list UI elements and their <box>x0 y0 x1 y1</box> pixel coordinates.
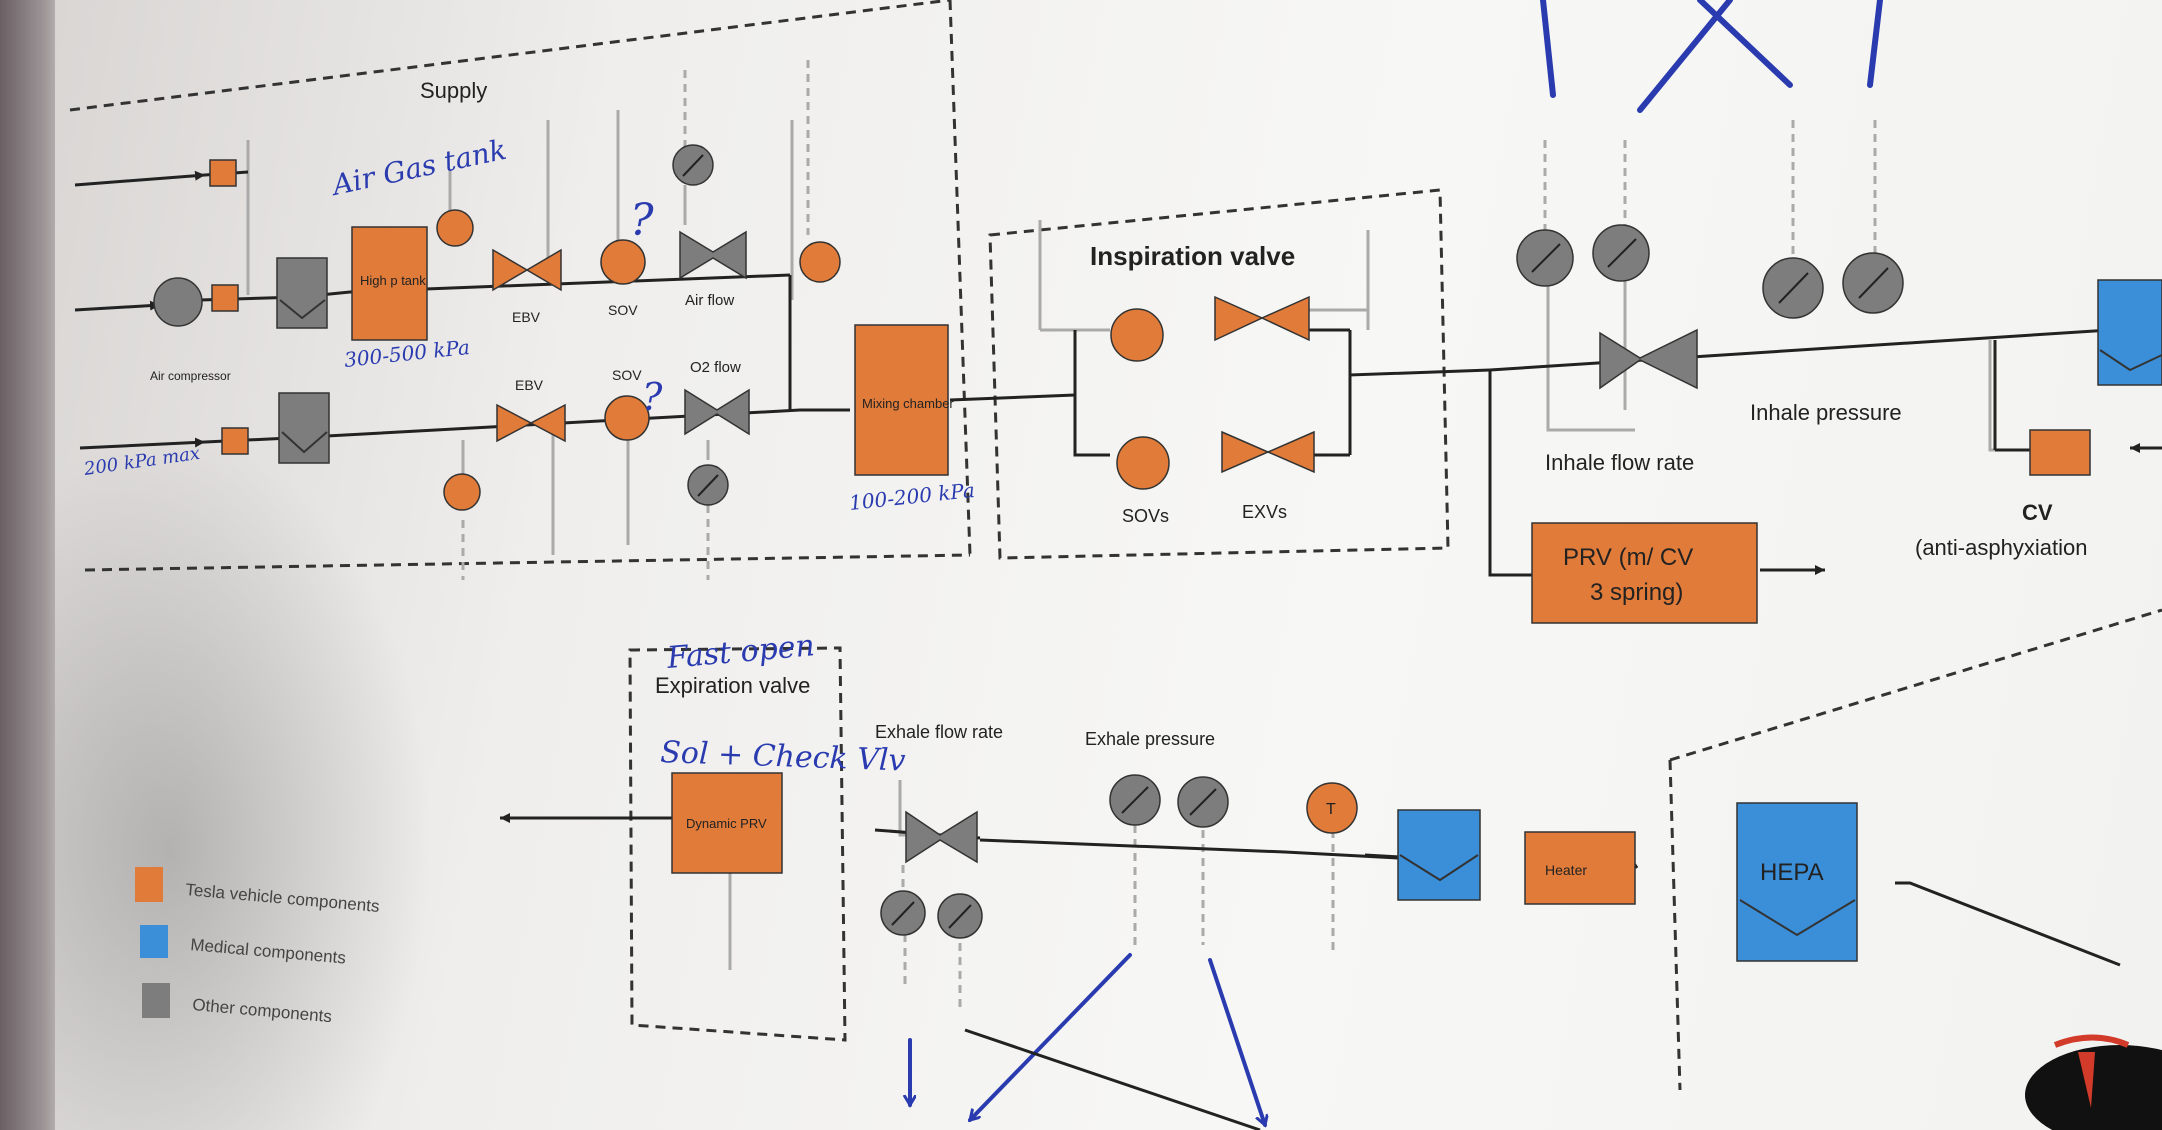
o2-flow-sensor <box>684 388 750 436</box>
tesla-components <box>209 159 2091 905</box>
label-dynamic-prv: Dynamic PRV <box>686 816 767 831</box>
gauge <box>672 144 1904 939</box>
legend-swatch-tesla <box>135 867 163 902</box>
pressure-sensor-orange <box>443 473 481 511</box>
high-p-tank <box>351 226 428 341</box>
label-mixing-chamber: Mixing chamber <box>862 396 954 411</box>
legend-swatch-medical <box>140 925 168 958</box>
label-exhale-flow-rate: Exhale flow rate <box>875 722 1003 742</box>
filter-blue <box>1397 809 1481 901</box>
exhaust-line <box>964 1028 1261 1130</box>
filter-blue <box>2097 279 2162 386</box>
label-t-sensor: T <box>1326 801 1336 818</box>
handwritten-fast-open: Fast open <box>665 628 816 676</box>
label-inhale-flow-rate: Inhale flow rate <box>1545 450 1694 475</box>
label-prv-line2: 3 spring) <box>1590 579 1683 606</box>
section-title-expiration: Expiration valve <box>655 673 810 698</box>
label-sov-top: SOV <box>608 302 638 318</box>
heater-box <box>1524 831 1636 905</box>
label-ebv-top: EBV <box>512 309 541 325</box>
other-components <box>153 144 1904 939</box>
section-title-inspiration: Inspiration valve <box>1090 241 1295 271</box>
ebv-valve-top <box>492 248 562 292</box>
exhale-flow-sensor <box>905 810 978 864</box>
sov-inspiration-top <box>1110 308 1164 362</box>
exv-valve-bottom <box>1221 430 1315 474</box>
handwritten-question-bottom: ? <box>642 375 663 419</box>
handwritten-psi-b: 100-200 kPa <box>848 478 976 515</box>
legend-swatch-other <box>142 983 170 1018</box>
ebv-valve-bottom <box>496 403 566 443</box>
legend-label-other: Other components <box>192 995 333 1026</box>
label-high-p-tank: High p tank <box>360 273 426 288</box>
label-ebv-bottom: EBV <box>515 377 544 393</box>
t-sensor <box>1306 782 1358 834</box>
dynamic-prv-box <box>671 772 783 874</box>
sov-top <box>600 239 646 285</box>
label-exhale-pressure: Exhale pressure <box>1085 729 1215 749</box>
handwritten-air-gas-tank: Air Gas tank <box>327 133 510 203</box>
label-cv-sub: (anti-asphyxiation <box>1915 535 2087 560</box>
label-exvs: EXVs <box>1242 502 1287 522</box>
handwritten-question-top: ? <box>630 195 654 246</box>
label-inhale-pressure: Inhale pressure <box>1750 400 1902 425</box>
legend: Tesla vehicle components Medical compone… <box>135 867 380 1026</box>
section-boundaries <box>69 0 2162 1091</box>
label-sovs: SOVs <box>1122 506 1169 526</box>
label-hepa: HEPA <box>1760 859 1824 886</box>
mixing-chamber <box>854 324 949 476</box>
shadow <box>55 430 435 1130</box>
air-flow-sensor <box>679 230 747 280</box>
label-o2-flow: O2 flow <box>690 359 741 376</box>
sov-inspiration-bottom <box>1116 436 1170 490</box>
filter-gray <box>276 257 328 329</box>
section-title-supply: Supply <box>420 78 487 103</box>
label-air-flow: Air flow <box>685 292 734 309</box>
air-compressor <box>153 277 203 327</box>
tesla-logo <box>2025 1034 2162 1130</box>
prv-box <box>1531 522 1758 624</box>
legend-label-tesla: Tesla vehicle components <box>185 880 381 916</box>
label-prv-line1: PRV (m/ CV <box>1563 544 1693 571</box>
cv-box <box>2029 429 2091 476</box>
label-sov-bottom: SOV <box>612 367 642 383</box>
sov-bottom <box>604 395 650 441</box>
printed-labels: Supply Inspiration valve Expiration valv… <box>150 78 2087 886</box>
legend-label-medical: Medical components <box>190 935 347 968</box>
check-valve-small <box>221 427 249 455</box>
exv-valve-top <box>1214 295 1310 342</box>
inhale-flow-sensor <box>1599 328 1698 390</box>
label-air-compressor: Air compressor <box>150 369 231 383</box>
check-valve-small <box>209 159 237 187</box>
pressure-sensor-orange <box>799 241 841 283</box>
pressure-sensor-orange <box>436 209 474 247</box>
medical-components <box>1397 279 2162 962</box>
handwritten-sol-check: Sol + Check Vlv <box>660 735 906 779</box>
label-heater: Heater <box>1545 862 1587 878</box>
label-cv: CV <box>2022 500 2053 525</box>
check-valve-small <box>211 284 239 312</box>
